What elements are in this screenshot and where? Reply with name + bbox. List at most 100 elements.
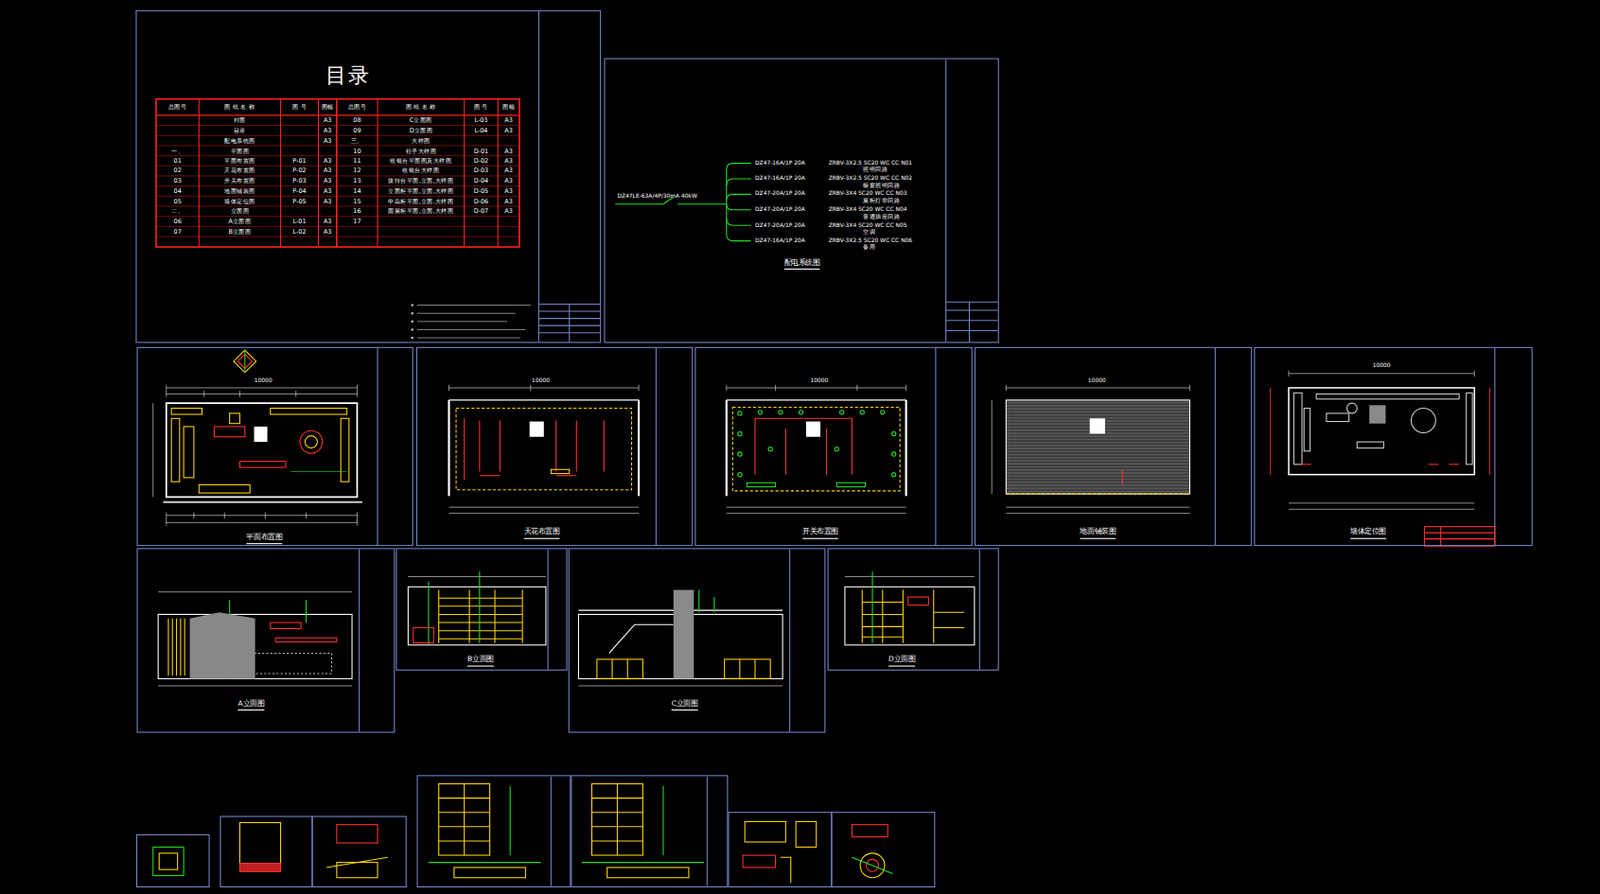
sheet-caption: 墙体定位图	[1350, 528, 1387, 539]
table-cell: 09	[352, 127, 361, 135]
dimension: 10000	[531, 377, 550, 384]
drawing-sheet: C立面图	[568, 547, 827, 733]
table-cell: A3	[323, 117, 333, 124]
table-cell: A3	[323, 167, 333, 175]
table-cell: 天花布置图	[224, 167, 255, 175]
drawing-sheet: A立面图	[137, 547, 396, 733]
table-cell: D-07	[474, 208, 490, 215]
table-cell: P-01	[292, 158, 306, 165]
table-cell: 接待台平面,立面,大样图	[387, 177, 454, 185]
table-cell: 圆展柜平面,立面,大样图	[387, 208, 454, 215]
sheet-caption: 地面铺装图	[1079, 528, 1116, 539]
table-cell: 配电系统图	[224, 137, 255, 144]
circuit-spec: ZRBV-3X4 SC20 WC CC N04	[828, 207, 908, 213]
sheet-caption: 开关布置图	[802, 528, 839, 539]
dimension: 10000	[1372, 363, 1391, 370]
table-cell: D-03	[474, 167, 490, 175]
circuit-spec: ZRBV-3X4 SC20 WC CC N05	[828, 222, 908, 229]
sheet-caption: C立面图	[671, 700, 699, 710]
table-cell: D立面图	[409, 127, 433, 135]
table-cell: 02	[174, 167, 182, 175]
table-header: 图 纸 名 称	[405, 104, 437, 111]
dimension: 10000	[1088, 377, 1107, 384]
circuit-spec: ZRBV-3X2.5 SC20 WC CC N01	[828, 159, 913, 166]
table-cell: A立面图	[228, 218, 252, 226]
table-header: 图 纸 名 称	[224, 104, 255, 111]
table-cell: L-04	[474, 127, 488, 135]
table-header: 图 号	[292, 104, 307, 111]
circuit-spec: DZ47-16A/1P 20A	[755, 159, 806, 166]
table-cell: 05	[174, 197, 182, 205]
table-cell: A3	[323, 127, 333, 135]
table-cell: 平面布置图	[224, 158, 255, 165]
dimension: 10000	[810, 377, 829, 384]
table-cell: A3	[323, 177, 333, 185]
table-cell: A3	[504, 197, 513, 205]
table-cell: A3	[504, 167, 513, 175]
table-cell: A3	[504, 147, 513, 155]
dimension: 10000	[254, 377, 273, 384]
table-cell: 二、	[171, 208, 184, 215]
table-cell: L-03	[474, 117, 488, 124]
table-cell: D-02	[474, 158, 490, 165]
table-cell: 收银台大样图	[402, 167, 440, 175]
table-cell: 13	[352, 177, 361, 185]
circuit-name: 照明回路	[862, 167, 888, 174]
table-cell: A3	[504, 208, 513, 215]
table-cell: P-03	[292, 177, 306, 185]
circuit-spec: DZ47LE-63A/4P/30mA 40kW	[616, 193, 697, 200]
sheet-caption: D立面图	[888, 656, 915, 667]
circuit-spec: DZ47-16A/1P 20A	[755, 175, 806, 182]
drawing-sheet: B立面图	[395, 547, 567, 670]
table-cell: A3	[323, 228, 333, 235]
table-cell: P-05	[292, 197, 306, 205]
table-cell: 04	[174, 188, 182, 195]
table-cell: 三、	[351, 137, 364, 144]
table-cell: 立面柜平面,立面,大样图	[387, 188, 454, 195]
table-cell: A3	[323, 158, 333, 165]
table-cell: L-01	[292, 218, 306, 226]
circuit-spec: DZ47-16A/1P 20A	[755, 237, 806, 244]
table-cell: 15	[352, 197, 361, 205]
table-cell: P-02	[292, 167, 306, 175]
table-cell: 墙体定位图	[224, 197, 255, 205]
circuit-spec: ZRBV-3X2.5 SC20 WC CC N02	[828, 175, 913, 182]
table-cell: 12	[352, 167, 361, 175]
circuit-name: 橱窗照明回路	[862, 182, 900, 189]
table-cell: 17	[352, 218, 361, 226]
table-cell: 06	[174, 218, 182, 226]
table-cell: P-04	[292, 188, 306, 195]
circuit-name: 展柜灯带回路	[862, 198, 900, 205]
sheet-caption: 配电系统图	[784, 259, 821, 269]
drawing-sheet: 开关布置图	[694, 347, 972, 546]
table-cell: A3	[504, 188, 513, 195]
drawing-sheet: 平面布置图	[137, 347, 414, 546]
table-cell: A3	[323, 188, 333, 195]
table-cell: C立面图	[409, 117, 433, 124]
table-cell: L-02	[292, 228, 306, 235]
sheet-caption: B立面图	[467, 656, 494, 667]
table-cell: 一、	[171, 147, 184, 155]
table-cell: 目录	[233, 127, 247, 135]
drawing-sheet: 天花布置图	[416, 347, 693, 546]
table-cell: A3	[504, 177, 513, 185]
table-header: 总图号	[348, 104, 367, 111]
table-cell: 11	[352, 158, 361, 165]
table-cell: 01	[174, 158, 182, 165]
table-cell: 10	[352, 147, 361, 155]
circuit-spec: DZ47-20A/1P 20A	[755, 222, 806, 229]
table-cell: D-06	[474, 197, 490, 205]
table-header: 图 号	[474, 104, 489, 111]
table-cell: 大样图	[411, 137, 430, 144]
drawing-sheet: 墙体定位图	[1253, 347, 1532, 546]
table-cell: D-01	[474, 147, 490, 155]
table-cell: A3	[323, 197, 333, 205]
table-cell: A3	[323, 218, 333, 226]
circuit-spec: DZ47-20A/1P 20A	[755, 191, 806, 197]
table-cell: 开关布置图	[224, 177, 255, 185]
drawing-sheet: 地面铺装图	[974, 347, 1252, 546]
sheet-caption: 平面布置图	[246, 533, 282, 544]
table-header: 图幅	[321, 104, 335, 111]
table-header: 图幅	[502, 104, 515, 111]
